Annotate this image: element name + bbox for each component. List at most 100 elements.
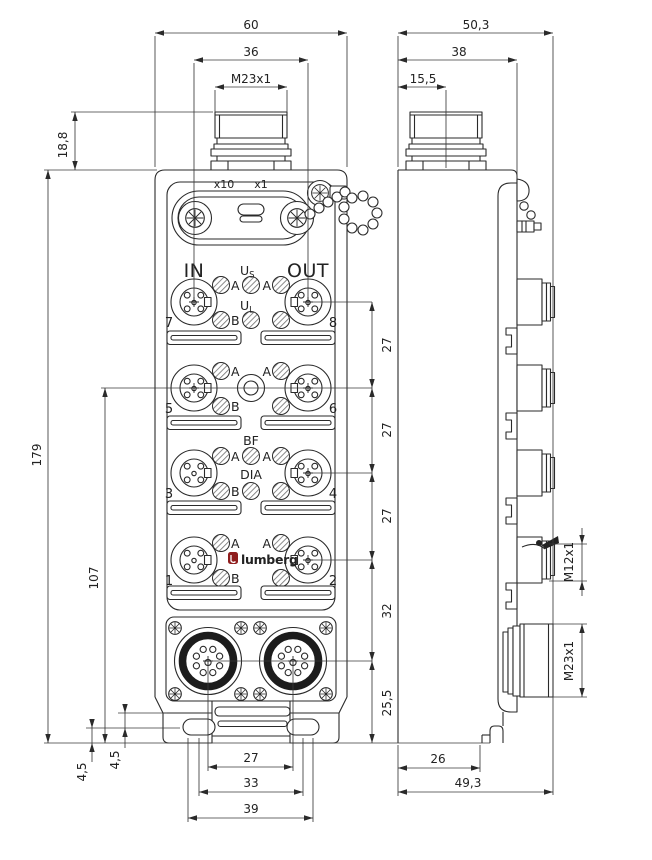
screw [253,687,267,701]
vent-slot [166,415,242,431]
side-bottom-m23 [502,623,554,726]
vent-slot [166,585,242,601]
side-view [397,111,559,743]
port-row-56: A A B 5 6 [165,362,337,417]
foot-slot-left [182,718,216,736]
led-5b [212,397,230,415]
dim-port-zone-height: 107 [87,567,101,590]
dim-port-pitch: 36 [243,45,258,59]
dim-overall-width: 60 [243,18,258,32]
screw [253,621,267,635]
vent-slot [260,415,336,431]
screw [168,621,182,635]
dim-bottom-outer: 39 [243,802,258,816]
led-2a [272,534,290,552]
dim-gap-34: 27 [380,508,394,523]
vent-slot [166,500,242,516]
side-chain-detail [516,178,542,233]
bead-chain [304,186,383,236]
side-panel-profile [497,182,518,713]
screw [168,687,182,701]
dim-gap-78: 27 [380,337,394,352]
led-6b [272,397,290,415]
side-clip [505,327,518,355]
label-a: A [262,364,271,379]
dim-overall-height: 179 [30,444,44,467]
switch-label-x10: x10 [214,178,235,191]
top-m23-connector [210,111,292,171]
screw [234,687,248,701]
address-switch-recess [171,179,348,246]
label-a: A [262,449,271,464]
label-a: A [231,364,240,379]
bf-label: BF [243,433,259,448]
dim-m23-thread: M23x1 [562,641,576,681]
dia-label: DIA [240,467,262,482]
us-label: US [240,263,255,281]
led-7a [212,276,230,294]
front-dimensions: 60 36 M23x1 18,8 179 107 [30,18,490,822]
dim-axis-offset: 15,5 [410,72,437,86]
led-5a [212,362,230,380]
side-dimensions: 50,3 38 15,5 M12x1 M23x1 26 49,3 [397,18,587,796]
dim-top-height: 18,8 [56,132,70,159]
led-3b [212,482,230,500]
port-row-12: A A B lumberg 1 2 [165,534,337,589]
led-6a [272,362,290,380]
recess-screw-left [185,208,205,228]
port-5-number: 5 [165,402,173,417]
front-body-outline [154,169,348,697]
side-m12-row2 [516,364,556,412]
dim-gap-56: 27 [380,422,394,437]
port-3-number: 3 [165,487,173,502]
dim-total-depth: 49,3 [455,776,482,790]
front-view: x10 x1 IN OUT A A B US UL 7 8 [154,111,383,744]
led-3a [212,447,230,465]
dim-m12-thread: M12x1 [562,542,576,582]
dim-foot-b: 4,5 [75,762,89,781]
label-a: A [262,278,271,293]
side-clip [505,497,518,525]
recess-screw-right [287,208,307,228]
port-6-number: 6 [329,402,337,417]
led-2b [272,569,290,587]
led-7b [212,311,230,329]
label-a: A [231,449,240,464]
led-1b [212,569,230,587]
bottom-vent [214,706,291,717]
side-clip [505,582,518,610]
port-8-number: 8 [329,316,337,331]
label-a: A [231,536,240,551]
dim-overall-depth: 50,3 [463,18,490,32]
port-7-number: 7 [165,316,173,331]
screw [319,687,333,701]
vent-slot [166,330,242,346]
port-row-78: A A B US UL 7 8 [165,263,337,331]
foot-slot-right [286,718,320,736]
dim-top-thread: M23x1 [231,72,271,86]
port-1-number: 1 [165,574,173,589]
port-2-number: 2 [329,574,337,589]
led-8b [272,311,290,329]
dim-foot-a: 4,5 [108,750,122,769]
vent-slot [260,500,336,516]
led-bf [242,447,260,465]
bottom-vent-thin [217,720,288,728]
screw [234,621,248,635]
switch-label-x1: x1 [254,178,268,191]
led-8a [272,276,290,294]
led-4a [272,447,290,465]
side-foot-hook [489,725,504,743]
port-3 [170,449,218,497]
bottom-connector-plate [165,616,337,702]
led-dia [242,482,260,500]
led-4b [272,482,290,500]
label-a: A [262,536,271,551]
screw [319,621,333,635]
vent-slot [260,585,336,601]
dim-bottom-mid: 33 [243,776,258,790]
front-panel [166,181,336,611]
side-m12-row1 [516,278,556,326]
